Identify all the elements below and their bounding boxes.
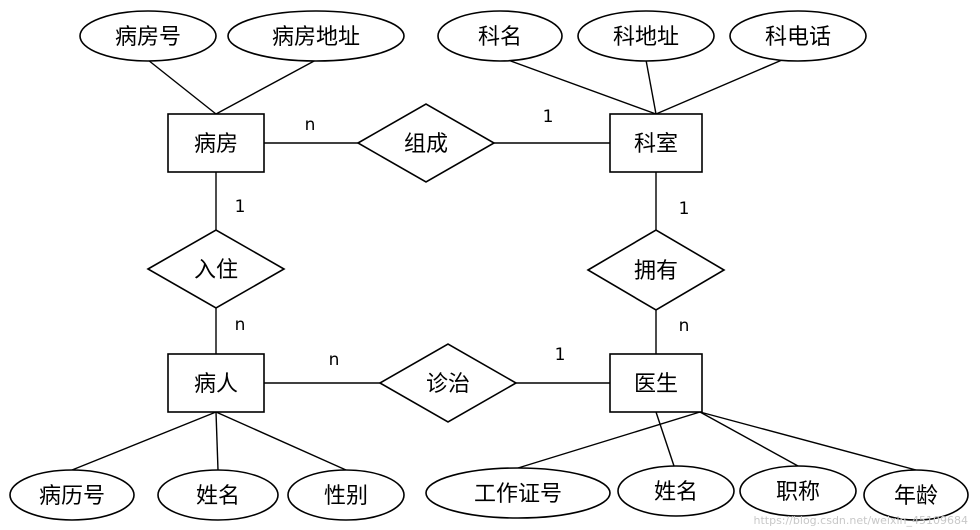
relationship-have: 拥有 (586, 229, 726, 311)
relationship-compose: 组成 (356, 103, 496, 183)
edge-doctor-work-id (517, 411, 701, 469)
svg-text:拥有: 拥有 (634, 259, 678, 284)
attribute-dept-name: 科名 (437, 10, 563, 62)
attribute-doctor-title: 职称 (739, 465, 857, 517)
svg-text:病历号: 病历号 (39, 484, 105, 509)
edge-patient-record-no (71, 411, 217, 471)
svg-text:入住: 入住 (194, 258, 238, 283)
entity-doctor: 医生 (609, 353, 703, 413)
cardinality-compose-ward: n (305, 115, 316, 135)
svg-text:科室: 科室 (634, 132, 678, 157)
svg-text:职称: 职称 (776, 480, 820, 505)
edge-doctor-title (699, 411, 799, 467)
edge-patient-gender (215, 411, 347, 471)
svg-text:诊治: 诊治 (426, 372, 470, 397)
svg-text:科电话: 科电话 (765, 25, 831, 50)
edge-dept-phone (655, 59, 783, 115)
svg-text:组成: 组成 (404, 132, 448, 157)
attribute-ward-no: 病房号 (79, 10, 217, 62)
entity-ward: 病房 (167, 113, 265, 173)
attribute-work-id: 工作证号 (425, 467, 611, 519)
edge-doctor-name (655, 411, 675, 467)
svg-text:性别: 性别 (324, 484, 368, 509)
attribute-record-no: 病历号 (9, 469, 135, 521)
edge-dept-address (645, 59, 657, 115)
cardinality-treat-doctor: 1 (555, 345, 566, 365)
entity-patient: 病人 (167, 353, 265, 413)
svg-text:病房号: 病房号 (115, 25, 181, 50)
relationship-stay: 入住 (146, 229, 286, 309)
cardinality-have-dept: 1 (679, 199, 690, 219)
svg-text:科地址: 科地址 (613, 25, 679, 50)
svg-text:病人: 病人 (194, 372, 238, 397)
svg-text:病房地址: 病房地址 (272, 25, 360, 50)
edge-ward-ward-address (215, 59, 317, 115)
attribute-dept-phone: 科电话 (729, 10, 867, 62)
attribute-patient-name: 姓名 (157, 469, 279, 521)
attribute-ward-address: 病房地址 (227, 10, 405, 62)
edge-doctor-age (699, 411, 917, 471)
svg-text:病房: 病房 (194, 132, 238, 157)
svg-text:姓名: 姓名 (196, 484, 240, 509)
attribute-doctor-name: 姓名 (617, 465, 735, 517)
attribute-patient-gender: 性别 (287, 469, 405, 521)
relationship-treat: 诊治 (378, 343, 518, 423)
cardinality-have-doctor: n (679, 316, 690, 336)
cardinality-stay-ward: 1 (235, 197, 246, 217)
svg-text:科名: 科名 (478, 25, 522, 50)
svg-text:医生: 医生 (634, 372, 678, 397)
watermark-text: https://blog.csdn.net/weixin_45109684 (753, 514, 968, 527)
entity-department: 科室 (609, 113, 703, 173)
attribute-doctor-age: 年龄 (863, 469, 969, 521)
edge-ward-ward-no (147, 59, 217, 115)
cardinality-stay-patient: n (235, 315, 246, 335)
cardinality-compose-dept: 1 (543, 107, 554, 127)
connector-lines (71, 59, 917, 471)
svg-text:年龄: 年龄 (894, 484, 938, 509)
cardinality-treat-patient: n (329, 350, 340, 370)
svg-text:工作证号: 工作证号 (474, 482, 562, 507)
edge-dept-name (507, 59, 657, 115)
edge-patient-name (215, 411, 219, 471)
attribute-dept-address: 科地址 (577, 10, 715, 62)
svg-text:姓名: 姓名 (654, 480, 698, 505)
